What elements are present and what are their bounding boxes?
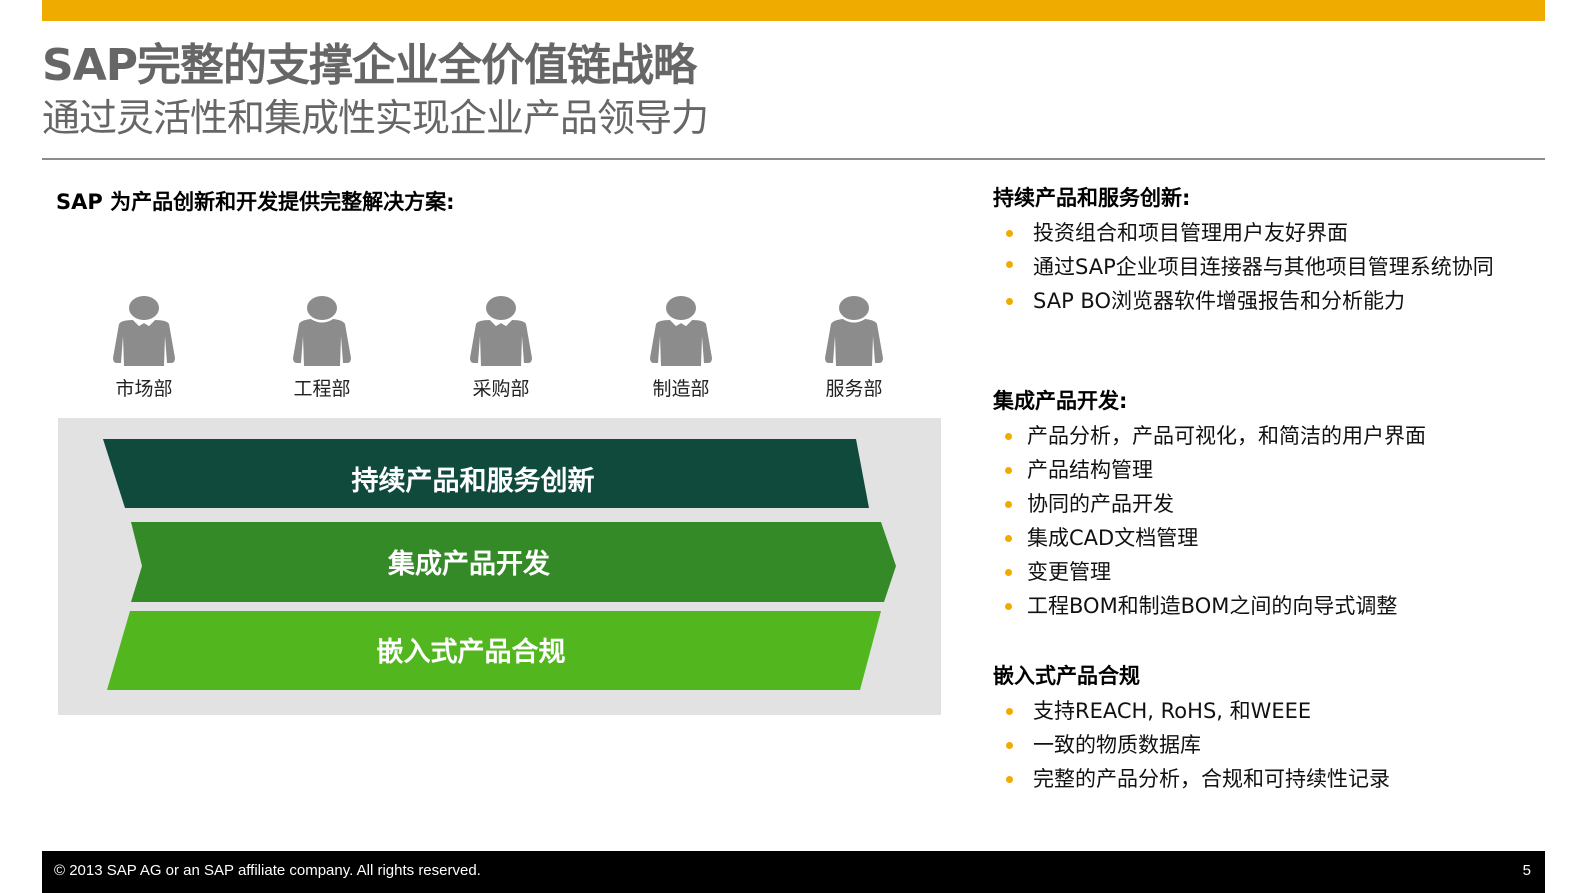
value-chain-panel: 持续产品和服务创新 集成产品开发 嵌入式产品合规 <box>58 418 941 715</box>
bullet-icon <box>1006 742 1013 749</box>
band-compliance-shape <box>107 611 881 690</box>
list-item: 工程BOM和制造BOM之间的向导式调整 <box>1005 589 1533 623</box>
list-item: 支持REACH, RoHS, 和WEEE <box>1006 694 1533 728</box>
list-item: 通过SAP企业项目连接器与其他项目管理系统协同 <box>1006 250 1533 284</box>
department-label: 制造部 <box>652 378 710 400</box>
list-item: 产品分析，产品可视化，和简洁的用户界面 <box>1005 419 1533 453</box>
person-icon <box>293 296 351 366</box>
top-accent-bar <box>42 0 1545 21</box>
section-title: 集成产品开发: <box>993 389 1128 413</box>
bullet-icon <box>1006 261 1013 268</box>
header-divider <box>42 158 1545 160</box>
department-label: 服务部 <box>825 378 883 400</box>
section-title: 嵌入式产品合规 <box>993 664 1140 688</box>
person-icon <box>470 296 532 366</box>
bullet-icon <box>1005 467 1012 474</box>
department-procurement: 采购部 <box>441 296 561 401</box>
department-label: 工程部 <box>293 378 351 400</box>
list-item: 变更管理 <box>1005 555 1533 589</box>
person-icon <box>113 296 175 366</box>
list-item: SAP BO浏览器软件增强报告和分析能力 <box>1006 284 1533 318</box>
person-icon <box>650 296 712 366</box>
bullet-icon <box>1005 501 1012 508</box>
band-compliance-label: 嵌入式产品合规 <box>376 637 566 668</box>
bullet-icon <box>1006 298 1013 305</box>
page-title: SAP完整的支撑企业全价值链战略 <box>42 40 697 91</box>
band-development-label: 集成产品开发 <box>388 549 550 580</box>
band-development-shape <box>131 522 896 602</box>
department-label: 采购部 <box>472 378 530 400</box>
bullet-icon <box>1005 603 1012 610</box>
footer-bar: © 2013 SAP AG or an SAP affiliate compan… <box>42 851 1545 893</box>
department-manufacturing: 制造部 <box>621 296 741 401</box>
section-innovation: 持续产品和服务创新: 投资组合和项目管理用户友好界面 通过SAP企业项目连接器与… <box>993 180 1533 318</box>
bullet-icon <box>1006 708 1013 715</box>
department-label: 市场部 <box>115 378 173 400</box>
list-item: 一致的物质数据库 <box>1006 728 1533 762</box>
bullet-icon <box>1005 433 1012 440</box>
copyright-text: © 2013 SAP AG or an SAP affiliate compan… <box>54 862 481 879</box>
department-service: 服务部 <box>794 296 914 401</box>
band-innovation-shape <box>103 439 869 508</box>
section-development: 集成产品开发: 产品分析，产品可视化，和简洁的用户界面 产品结构管理 协同的产品… <box>993 383 1533 623</box>
section-compliance: 嵌入式产品合规 支持REACH, RoHS, 和WEEE 一致的物质数据库 完整… <box>993 658 1533 796</box>
bullet-icon <box>1005 569 1012 576</box>
department-marketing: 市场部 <box>84 296 204 401</box>
bullet-icon <box>1005 535 1012 542</box>
list-item: 协同的产品开发 <box>1005 487 1533 521</box>
section-title: 持续产品和服务创新: <box>993 186 1191 210</box>
value-chain-bands <box>103 439 896 690</box>
list-item: 产品结构管理 <box>1005 453 1533 487</box>
bullet-icon <box>1006 776 1013 783</box>
solution-heading: SAP 为产品创新和开发提供完整解决方案: <box>56 190 455 214</box>
band-innovation-label: 持续产品和服务创新 <box>351 466 595 497</box>
person-icon <box>825 296 883 366</box>
list-item: 投资组合和项目管理用户友好界面 <box>1006 216 1533 250</box>
page-number: 5 <box>1522 862 1531 879</box>
page-subtitle: 通过灵活性和集成性实现企业产品领导力 <box>42 96 709 140</box>
list-item: 完整的产品分析，合规和可持续性记录 <box>1006 762 1533 796</box>
list-item: 集成CAD文档管理 <box>1005 521 1533 555</box>
bullet-icon <box>1006 230 1013 237</box>
department-engineering: 工程部 <box>262 296 382 401</box>
